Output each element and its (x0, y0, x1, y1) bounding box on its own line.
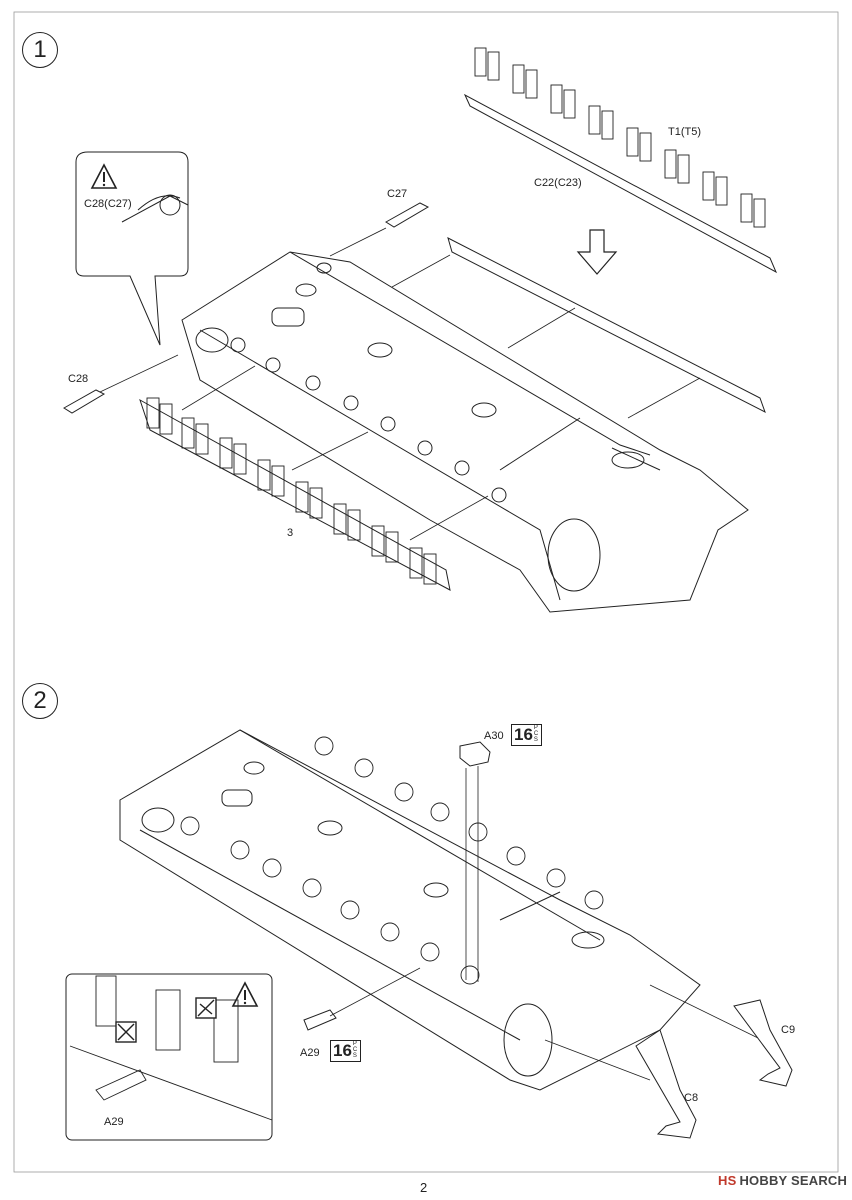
spring-rail-right-top (463, 47, 778, 274)
part-c8 (635, 1029, 697, 1139)
qty-a29: 16PCS (330, 1040, 361, 1062)
part-c9 (733, 999, 793, 1087)
no-cement-icon (195, 997, 217, 1019)
return-roller-strip (447, 237, 766, 414)
label-c27: C27 (387, 188, 408, 200)
label-cut: 3 (287, 527, 294, 539)
qty-a30: 16PCS (511, 724, 542, 746)
swing-arms-top (180, 736, 604, 985)
label-a30: A30 (484, 730, 504, 742)
spring-rail-left (139, 397, 451, 591)
label-a29-callout: A29 (104, 1116, 124, 1128)
label-c8: C8 (684, 1092, 699, 1104)
step-number-1: 1 (22, 32, 58, 68)
label-c22: C22(C23) (534, 177, 582, 189)
hull-step1 (181, 251, 749, 613)
label-c28: C28 (68, 373, 89, 385)
no-glue-icon (115, 1021, 137, 1043)
part-c28 (63, 389, 106, 414)
callout-step1 (75, 151, 189, 346)
label-c28-callout: C28(C27) (84, 198, 132, 210)
label-c9: C9 (781, 1024, 796, 1036)
inset-detail (65, 973, 273, 1141)
label-a29: A29 (300, 1047, 320, 1059)
warning-icon (90, 163, 118, 189)
part-c27 (385, 202, 430, 228)
step-number-2: 2 (22, 683, 58, 719)
hobby-search-logo: HS (718, 1173, 737, 1188)
warning-icon (231, 981, 259, 1007)
part-a29 (303, 1009, 337, 1031)
part-a30 (459, 741, 491, 767)
page-number: 2 (420, 1180, 428, 1195)
hull-step2 (119, 729, 701, 1091)
label-t1: T1(T5) (668, 126, 701, 138)
down-arrow (576, 229, 618, 275)
